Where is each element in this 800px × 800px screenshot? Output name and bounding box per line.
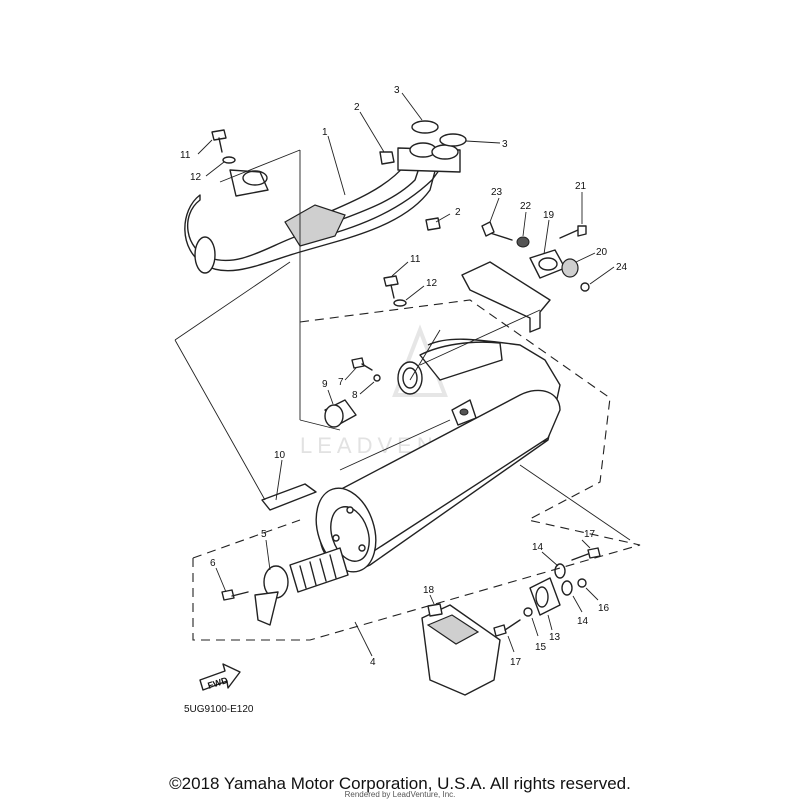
nut-lower: [425, 217, 441, 231]
callout-8: 8: [352, 390, 358, 401]
bolt-11-middle: [383, 275, 407, 307]
gasket-9: [324, 399, 357, 428]
callout-5: 5: [261, 529, 267, 540]
callout-11-middle: 11: [410, 254, 421, 265]
bolt-7: [351, 357, 373, 371]
callout-14-upper: 14: [532, 542, 544, 553]
assembly-lines: [174, 149, 641, 641]
callout-7: 7: [338, 377, 344, 388]
callout-6: 6: [210, 558, 216, 569]
bolt-11-upper: [211, 129, 236, 164]
callout-10: 10: [274, 450, 286, 461]
callout-22: 22: [520, 201, 532, 212]
callout-2-lower: 2: [455, 207, 461, 218]
callout-12-middle: 12: [426, 278, 438, 289]
callout-1: 1: [322, 127, 328, 138]
bolt-6: [221, 589, 249, 601]
callouts: 1 2 2 3 3 4 5 6 7 8 9 10 11 12 11 12 13 …: [180, 85, 628, 668]
exhaust-pipe: [184, 142, 461, 274]
callout-15: 15: [535, 642, 547, 653]
muffler: [315, 338, 561, 573]
callout-23: 23: [491, 187, 503, 198]
copyright-text: ©2018 Yamaha Motor Corporation, U.S.A. A…: [169, 774, 631, 793]
mounting-bracket: [461, 221, 590, 333]
callout-19: 19: [543, 210, 555, 221]
callout-14-lower: 14: [577, 616, 589, 627]
callout-9: 9: [322, 379, 328, 390]
callout-4: 4: [370, 657, 376, 668]
callout-13: 13: [549, 632, 561, 643]
callout-17-lower: 17: [510, 657, 522, 668]
callout-21: 21: [575, 181, 587, 192]
gasket-top-left: [411, 120, 439, 134]
callout-24: 24: [616, 262, 628, 273]
rendered-by-text: Rendered by LeadVenture, Inc.: [344, 790, 456, 799]
callout-2-upper: 2: [354, 102, 360, 113]
spark-arrester: [254, 547, 349, 626]
fwd-arrow-icon: FWD: [199, 663, 241, 691]
rear-bracket: [421, 547, 601, 696]
nut-upper: [379, 151, 395, 165]
bracket-10: [261, 483, 317, 511]
callout-12-upper: 12: [190, 172, 202, 183]
callout-11-upper: 11: [180, 150, 191, 161]
callout-3-lower: 3: [502, 139, 508, 150]
callout-16: 16: [598, 603, 610, 614]
gasket-top-right: [439, 133, 467, 147]
callout-20: 20: [596, 247, 608, 258]
callout-18: 18: [423, 585, 435, 596]
diagram-code: 5UG9100-E120: [184, 704, 254, 715]
washer-8: [373, 374, 381, 382]
callout-3-upper: 3: [394, 85, 400, 96]
callout-17-upper: 17: [584, 529, 596, 540]
